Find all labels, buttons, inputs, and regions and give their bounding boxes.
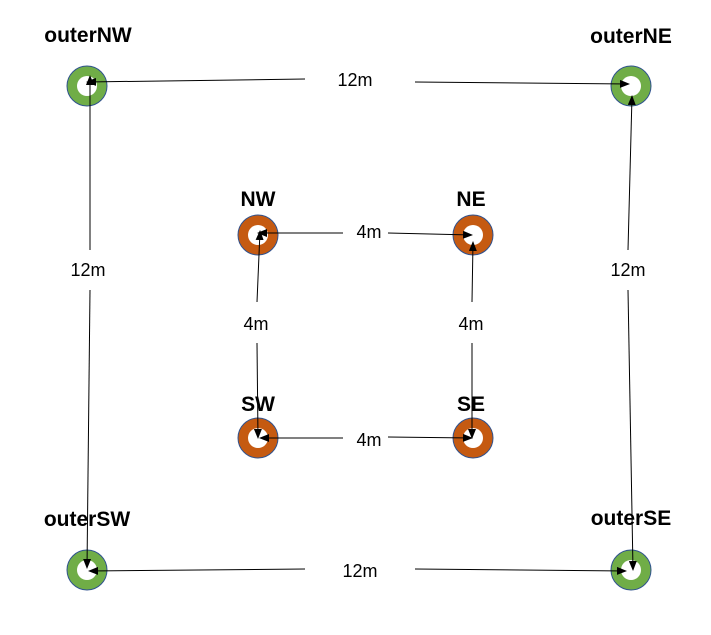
node-ne — [452, 214, 494, 256]
node-outer-ne — [610, 65, 652, 107]
connector-outer-top-right — [414, 79, 630, 88]
node-label-outer-ne: outerNE — [590, 25, 672, 48]
node-outer-se — [610, 549, 652, 591]
distance-outer-left: 12m — [70, 260, 105, 280]
node-label-nw: NW — [241, 188, 276, 211]
connector-outer-top-left — [86, 77, 306, 86]
connector-inner-left-down — [253, 342, 262, 439]
distance-inner-bottom: 4m — [356, 430, 381, 450]
node-outer-sw — [66, 549, 108, 591]
distance-inner-right: 4m — [458, 314, 483, 334]
node-label-ne: NE — [456, 188, 485, 211]
connector-inner-bottom-right — [387, 433, 473, 442]
connector-outer-right-down — [627, 289, 637, 571]
connector-inner-left-up — [255, 230, 264, 303]
distance-inner-top: 4m — [356, 222, 381, 242]
connector-outer-right-up — [627, 95, 636, 251]
node-label-sw: SW — [241, 393, 275, 416]
node-nw — [237, 214, 279, 256]
connector-inner-right-up — [468, 241, 477, 303]
node-label-se: SE — [457, 393, 485, 416]
connector-outer-bottom-left — [88, 566, 306, 575]
distance-outer-bottom: 12m — [342, 561, 377, 581]
node-outer-nw — [66, 65, 108, 107]
node-label-outer-sw: outerSW — [44, 508, 131, 531]
connector-outer-bottom-right — [414, 566, 627, 575]
node-label-outer-nw: outerNW — [44, 24, 132, 47]
node-label-outer-se: outerSE — [591, 507, 672, 530]
distance-outer-top: 12m — [337, 70, 372, 90]
connector-inner-top-right — [387, 230, 473, 239]
distance-outer-right: 12m — [610, 260, 645, 280]
connector-outer-left-down — [83, 289, 92, 569]
distance-inner-left: 4m — [243, 314, 268, 334]
